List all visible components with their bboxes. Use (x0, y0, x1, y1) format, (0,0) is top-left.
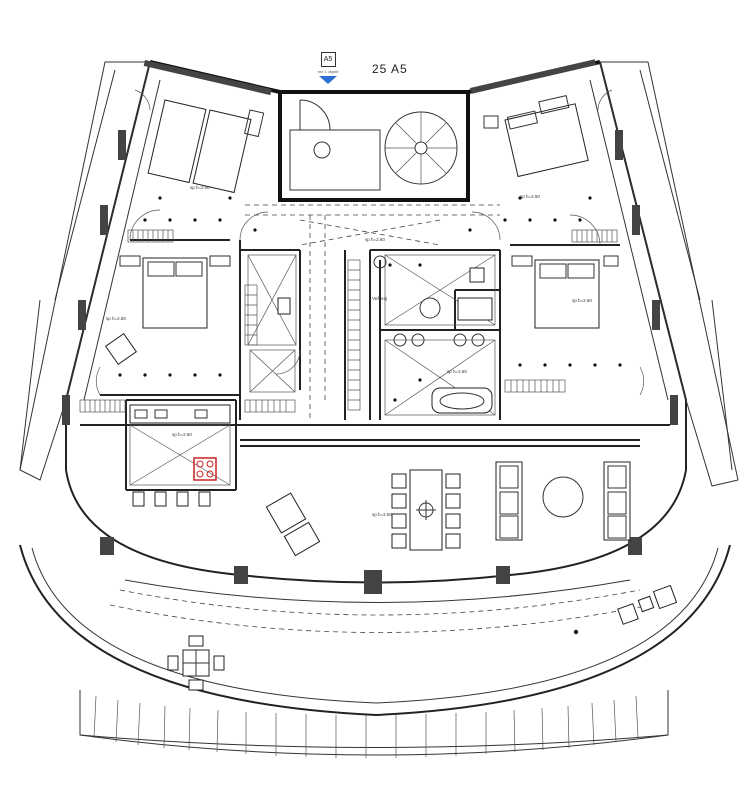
section-marker-label: A5 (320, 52, 336, 67)
wardrobes (79, 229, 618, 413)
living-furniture (265, 461, 631, 557)
room-label-living: sp h=2.60 (372, 512, 392, 517)
room-label-hall: sp h=2.60 (365, 237, 385, 242)
wall-segments (62, 59, 678, 594)
bed-nw (147, 99, 265, 194)
section-arrow-icon (319, 76, 337, 84)
doors (95, 89, 645, 396)
terrace-furniture (167, 584, 678, 691)
bed-e (511, 255, 619, 329)
bed-w (104, 255, 231, 366)
room-label-bedroom-e: sp h=2.60 (572, 298, 592, 303)
room-label-bedroom-ne: sp h=2.60 (520, 194, 540, 199)
room-label-bedroom-nw: sp h=2.60 (190, 185, 210, 190)
interior-walls (80, 239, 670, 491)
room-label-laundry: Vešeraj (372, 296, 388, 301)
terrace (19, 544, 731, 758)
section-marker: A5 rez 1 objekt (306, 48, 350, 84)
room-label-bath: sp h=2.60 (447, 369, 467, 374)
bathroom-fixtures (129, 254, 496, 486)
plan-title: 25 A5 (372, 62, 408, 76)
section-marker-sublabel: rez 1 objekt (317, 69, 339, 74)
room-label-bedroom-w: sp h=2.60 (106, 316, 126, 321)
ceiling-lights (118, 196, 622, 402)
room-label-kitchen: sp h=2.60 (172, 432, 192, 437)
bed-ne (483, 95, 589, 178)
kitchen (129, 404, 231, 507)
terrace-railing (93, 695, 639, 758)
hallway (245, 204, 500, 420)
spiral-staircase (289, 99, 458, 191)
